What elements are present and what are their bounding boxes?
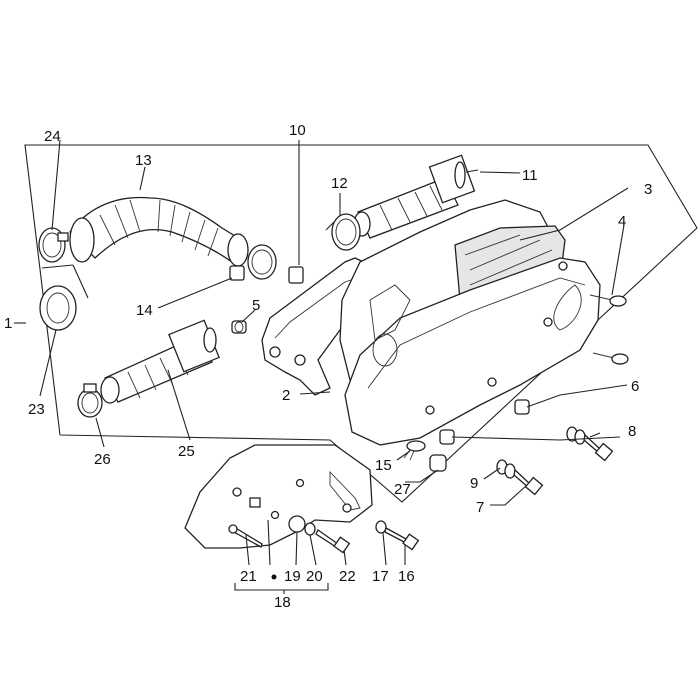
label-10: 10 <box>289 122 306 139</box>
bushing-6-lower <box>439 429 455 445</box>
label-18: 18 <box>274 594 291 611</box>
inlet-pipe-25 <box>100 319 220 404</box>
air-filter-housing <box>261 199 601 446</box>
assembly-outline <box>24 144 698 503</box>
label-13: 13 <box>135 152 152 169</box>
label-5: 5 <box>252 297 260 314</box>
screw-4-lower <box>592 352 629 365</box>
clip-15 <box>403 440 426 461</box>
label-27: 27 <box>394 481 411 498</box>
label-6: 6 <box>631 378 639 395</box>
intake-duct-13 <box>69 196 249 267</box>
label-15: 15 <box>375 457 392 474</box>
label-14: 14 <box>136 302 153 319</box>
label-2: 2 <box>282 387 290 404</box>
label-7: 7 <box>476 499 484 516</box>
label-19: 19 <box>284 568 301 585</box>
bolt-7 <box>496 459 544 496</box>
sealing-ring-23 <box>39 285 77 331</box>
label-16: 16 <box>398 568 415 585</box>
label-21: 21 <box>240 568 257 585</box>
screw-4-upper <box>589 294 627 307</box>
label-4: 4 <box>618 213 626 230</box>
cap-27 <box>429 454 447 472</box>
label-23: 23 <box>28 401 45 418</box>
label-3: 3 <box>644 181 652 198</box>
grommet-19 <box>288 515 306 533</box>
label-22: 22 <box>339 568 356 585</box>
spacer-5 <box>231 320 247 334</box>
label-8: 8 <box>628 423 636 440</box>
hose-clamp-26 <box>77 383 103 418</box>
pin-21 <box>228 524 263 548</box>
label-1: 1 <box>4 315 12 332</box>
label-11: 11 <box>522 167 538 184</box>
label-17: 17 <box>372 568 389 585</box>
washer-20 <box>304 522 316 536</box>
hose-clamp-14 <box>229 244 277 281</box>
clip-nut-10 <box>288 266 304 284</box>
callout-labels: 1 24 13 10 12 11 3 4 14 5 2 6 8 15 27 9 … <box>4 122 652 611</box>
bolt-22 <box>315 529 351 554</box>
bolt-8 <box>566 426 614 462</box>
hose-clamp-12 <box>325 213 361 251</box>
hose-clamp-24 <box>38 227 69 263</box>
leader-lines <box>14 139 629 594</box>
bracket-plate <box>184 444 373 549</box>
label-26: 26 <box>94 451 111 468</box>
bushing-6-upper <box>514 399 530 415</box>
label-12: 12 <box>331 175 348 192</box>
pin-21-dot <box>271 574 277 580</box>
label-24: 24 <box>44 128 61 145</box>
bolt-16 <box>375 520 420 551</box>
label-25: 25 <box>178 443 195 460</box>
label-20: 20 <box>306 568 323 585</box>
label-9: 9 <box>470 475 478 492</box>
